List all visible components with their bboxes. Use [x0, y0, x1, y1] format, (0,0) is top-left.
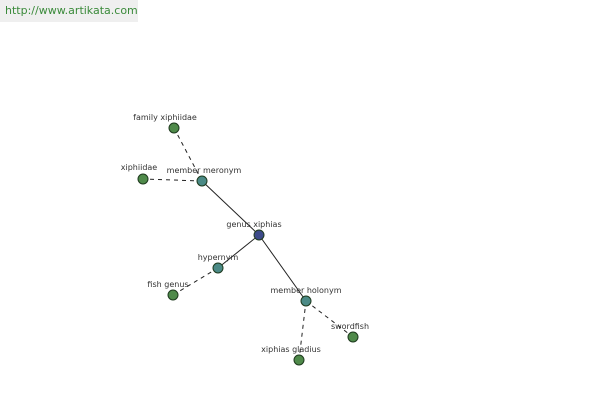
edge-member-holonym-to-xiphias-gladius [298, 300, 307, 361]
node-swordfish[interactable]: swordfish [331, 322, 369, 343]
node-genus-xiphias[interactable]: genus xiphias [226, 220, 282, 241]
node-circle-xiphiidae[interactable] [137, 173, 149, 185]
site-url-link[interactable]: http://www.artikata.com [5, 4, 138, 17]
edge-member-meronym-to-family-xiphiidae [173, 127, 203, 182]
node-family-xiphiidae[interactable]: family xiphiidae [133, 113, 197, 134]
nodes-layer: genus xiphias member meronym hypernym membe… [121, 113, 369, 366]
node-hypernym[interactable]: hypernym [198, 253, 239, 274]
node-label-family-xiphiidae: family xiphiidae [133, 113, 197, 122]
node-label-member-meronym: member meronym [167, 166, 242, 175]
edge-member-meronym-to-xiphiidae [142, 178, 203, 182]
node-circle-member-meronym[interactable] [196, 175, 208, 187]
node-label-hypernym: hypernym [198, 253, 239, 262]
node-xiphias-gladius[interactable]: xiphias gladius [261, 345, 321, 366]
edge-member-holonym-to-swordfish [305, 300, 354, 338]
node-label-genus-xiphias: genus xiphias [226, 220, 281, 229]
node-xiphiidae[interactable]: xiphiidae [121, 163, 158, 185]
node-label-xiphiidae: xiphiidae [121, 163, 158, 172]
node-label-swordfish: swordfish [331, 322, 369, 331]
node-label-fish-genus: fish genus [147, 280, 188, 289]
node-label-xiphias-gladius: xiphias gladius [261, 345, 321, 354]
edge-genus-xiphias-to-hypernym [217, 234, 260, 269]
node-member-meronym[interactable]: member meronym [167, 166, 242, 187]
node-circle-member-holonym[interactable] [300, 295, 312, 307]
node-circle-genus-xiphias[interactable] [253, 229, 265, 241]
node-label-member-holonym: member holonym [270, 286, 341, 295]
edges-layer [142, 127, 354, 361]
node-circle-swordfish[interactable] [347, 331, 359, 343]
node-circle-xiphias-gladius[interactable] [293, 354, 305, 366]
header-bar: http://www.artikata.com [0, 0, 138, 22]
edge-genus-xiphias-to-member-meronym [201, 180, 260, 236]
node-member-holonym[interactable]: member holonym [270, 286, 342, 307]
node-circle-fish-genus[interactable] [167, 289, 179, 301]
edge-genus-xiphias-to-member-holonym [258, 234, 307, 302]
edge-hypernym-to-fish-genus [172, 267, 219, 296]
node-circle-family-xiphiidae[interactable] [168, 122, 180, 134]
node-circle-hypernym[interactable] [212, 262, 224, 274]
node-fish-genus[interactable]: fish genus [147, 280, 189, 301]
